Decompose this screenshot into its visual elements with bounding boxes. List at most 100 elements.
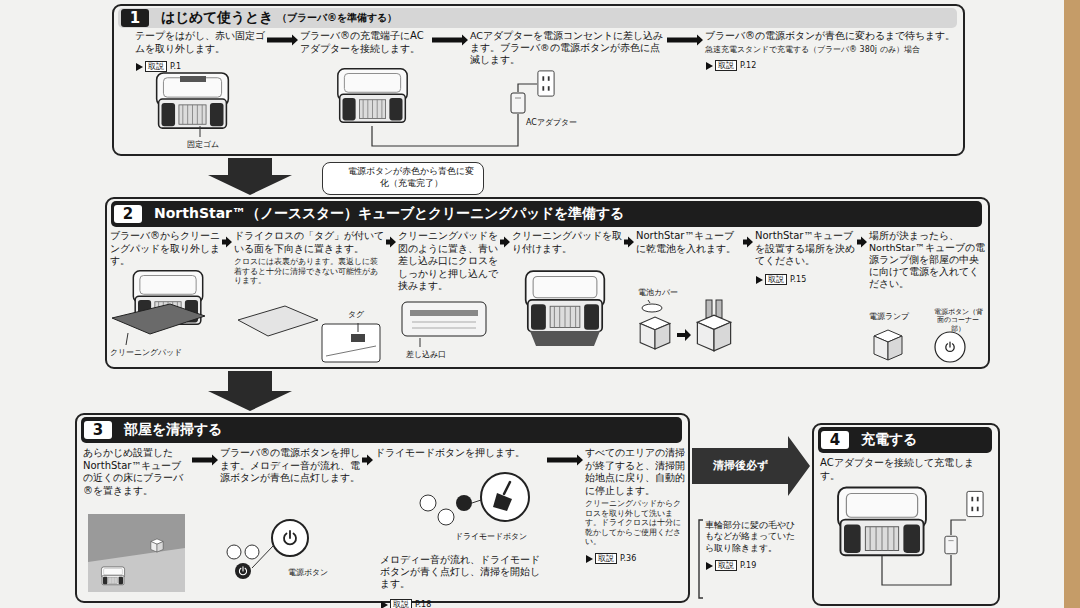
manual-ref: 取説 xyxy=(715,60,737,71)
cloth-edge xyxy=(326,346,376,356)
manual-ref: 取説 xyxy=(715,560,737,571)
step-box: すべてのエリアの清掃が終了すると、清掃開始地点に戻り、自動的に停止します。クリー… xyxy=(585,447,685,600)
step-box: ブラーバ®の電源ボタンを押します。メロディー音が流れ、電源ボタンが青色に点灯しま… xyxy=(220,447,360,600)
step-text: テープをはがし、赤い固定ゴムを取り外します。 xyxy=(135,30,265,55)
section-panel: 2NorthStar™（ノーススター）キューブとクリーニングパッドを準備するブラ… xyxy=(105,197,990,369)
pad-figure xyxy=(530,331,600,346)
reference-row: 取説P.15 xyxy=(755,271,855,285)
section-subtitle: （ブラーバ®を準備する） xyxy=(277,11,397,25)
cube-figure xyxy=(151,539,163,552)
section-number: 4 xyxy=(821,431,849,449)
cube-figure xyxy=(697,315,730,351)
section-number: 3 xyxy=(84,421,112,439)
leader-line xyxy=(252,546,273,568)
step-text: メロディー音が流れ、ドライモードボタンが青く点灯し、清掃を開始します。 xyxy=(380,554,542,590)
cube-figure xyxy=(874,330,902,360)
callout-text: 車輪部分に髪の毛やひもなどが絡まっていたら取り除きます。 xyxy=(705,520,802,554)
zoom-panel xyxy=(322,324,380,362)
step-box: クリーニングパッドを取り付けます。 xyxy=(512,230,622,365)
cube-figure xyxy=(640,317,670,349)
manual-ref: 取説 xyxy=(765,274,787,285)
room-photo xyxy=(88,514,185,592)
step-arrow xyxy=(386,237,396,248)
step-text: NorthStar™キューブに乾電池を入れます。 xyxy=(636,230,741,255)
part-label: クリーニングパッド xyxy=(110,348,182,358)
adapter-figure xyxy=(511,93,525,113)
step-arrow xyxy=(432,35,468,46)
note-callout: 車輪部分に髪の毛やひもなどが絡まっていたら取り除きます。取説P.19 xyxy=(697,518,805,600)
adapter-figure xyxy=(945,536,957,554)
adapter-cable xyxy=(372,114,518,146)
step-arrow xyxy=(222,237,232,248)
leader-line xyxy=(472,500,481,503)
step-text: ドライクロスの「タグ」が付いている面を下向きに置きます。 xyxy=(234,230,384,255)
step-note: クロスには表裏があります。裏返しに装着すると十分に清掃できない可能性があります。 xyxy=(234,257,384,286)
mode-icon xyxy=(245,545,259,559)
power-symbol xyxy=(946,342,954,351)
robot-figure xyxy=(157,73,229,128)
manual-ref: 取説 xyxy=(595,553,617,564)
reference-row: 取説P.36 xyxy=(585,550,685,564)
section-number: 1 xyxy=(121,9,149,27)
step-arrow xyxy=(267,35,298,46)
cloth-figure xyxy=(238,306,318,336)
power-icon xyxy=(235,563,251,579)
reference-row: 取説P.18 xyxy=(380,596,550,608)
robot-figure xyxy=(338,69,407,122)
robot-figure xyxy=(101,567,124,585)
step-text: ブラーバ®の充電端子にACアダプターを接続します。 xyxy=(300,30,430,55)
part-label: タグ xyxy=(348,310,364,320)
broom-handle xyxy=(504,482,510,494)
step-text: クリーニングパッドを取り付けます。 xyxy=(512,230,622,255)
section-panel: 1はじめて使うとき（ブラーバ®を準備する）テープをはがし、赤い固定ゴムを取り外し… xyxy=(112,4,965,156)
mode-icon xyxy=(456,495,472,511)
part-label: ACアダプター xyxy=(526,118,577,128)
edge-label: 清掃後必ず xyxy=(711,459,770,473)
part-label: 電源ランプ xyxy=(869,312,909,322)
manual-ref: 取説 xyxy=(145,61,167,72)
step-note: クリーニングパッドからクロスを取り外して洗います。ドライクロスは十分に乾かしてか… xyxy=(585,499,685,547)
section-header: 3 部屋を清掃する xyxy=(81,417,682,443)
power-button xyxy=(272,520,308,556)
step-box: 場所が決まったら、NorthStar™キューブの電源ランプ側を部屋の中央に向けて… xyxy=(869,230,985,365)
step-text: 場所が決まったら、NorthStar™キューブの電源ランプ側を部屋の中央に向けて… xyxy=(869,230,985,289)
step-arrow xyxy=(500,237,510,248)
step-arrow xyxy=(624,237,634,248)
page-ref: P.12 xyxy=(740,61,756,70)
leader-line xyxy=(358,323,359,332)
part-label: 電池カバー xyxy=(638,288,678,298)
step-box: クリーニングパッドを図のように置き、青い差し込み口にクロスをしっかりと押し込んで… xyxy=(398,230,498,365)
step-text: ドライモードボタンを押します。 xyxy=(375,447,545,460)
rubber-band xyxy=(180,76,206,82)
section-header: 4充電する xyxy=(818,427,992,453)
section-title: 部屋を清掃する xyxy=(124,421,222,439)
mode-icon xyxy=(420,495,436,511)
robot-figure xyxy=(526,271,605,332)
step-text: NorthStar™キューブを設置する場所を決めてください。 xyxy=(755,230,855,268)
step-note: 急速充電スタンドで充電する（ブラーバ® 380j のみ）場合 xyxy=(705,45,955,55)
leader-line xyxy=(420,338,421,347)
leader-line xyxy=(200,126,201,137)
callout-bracket xyxy=(699,520,703,598)
broom-head xyxy=(493,493,512,511)
section-panel: 4充電するACアダプターを接続して充電します。 xyxy=(812,423,1000,606)
section-panel: 3部屋を清掃するあらかじめ設置したNorthStar™キューブの近くの床にブラー… xyxy=(75,413,690,603)
battery-figure xyxy=(716,300,722,318)
step-box: ブラーバ®の充電端子にACアダプターを接続します。 xyxy=(300,30,430,152)
adapter-cable xyxy=(882,555,951,585)
callout-text: 電源ボタンが赤色から青色に変化（充電完了） xyxy=(345,166,477,189)
page-ref: P.19 xyxy=(740,561,756,570)
flow-arrow xyxy=(208,158,292,195)
part-label: ドライモードボタン xyxy=(455,532,527,542)
step-arrow xyxy=(857,237,867,248)
mode-icon xyxy=(227,545,241,559)
zoom-circle xyxy=(935,332,965,362)
page-ref: P.15 xyxy=(790,275,806,284)
step-box: NorthStar™キューブに乾電池を入れます。電池カバー xyxy=(636,230,741,365)
step-arrow xyxy=(192,455,218,466)
part-label: 電源ボタン xyxy=(288,568,328,578)
battery-figure xyxy=(706,300,712,318)
outlet-figure xyxy=(967,491,983,516)
